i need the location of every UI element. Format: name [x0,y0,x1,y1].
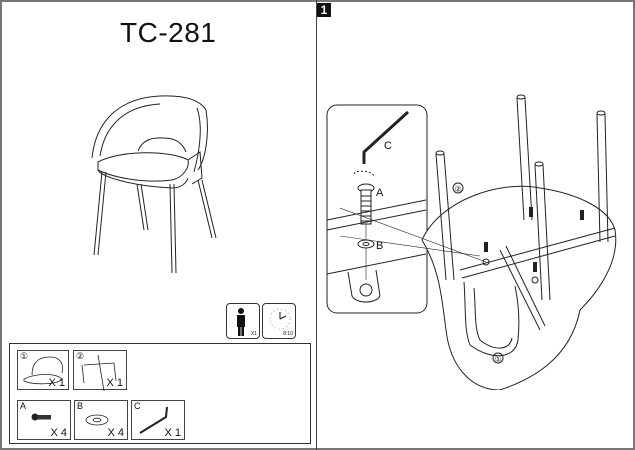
bolt-icon [31,413,51,421]
svg-text:②: ② [455,185,462,194]
assembly-time: 8:10 [262,303,296,339]
persons-required: X1 [226,303,260,339]
parts-list: ① X 1 ② X 1 A X 4 B X 4 C X 1 [9,343,311,444]
step-number: 1 [317,3,331,17]
person-icon [237,308,245,336]
panel-divider [316,0,317,450]
product-model-title: TC-281 [120,17,217,48]
clock-icon [269,308,291,330]
svg-text:A: A [376,187,384,199]
seat-back-icon [23,356,63,385]
part-allen-key: C X 1 [131,400,185,440]
part-washer: B X 4 [74,400,128,440]
part-frame: ② X 1 [73,350,127,391]
frame-callout [452,182,464,194]
svg-text:①: ① [495,355,502,364]
washer-icon [85,414,109,426]
time-label: 8:10 [283,331,293,337]
svg-text:B: B [376,240,383,252]
persons-qty: X1 [250,331,257,337]
chair-overview-illustration [91,95,217,274]
allen-key-icon [139,406,168,434]
assembly-illustration: ② ① [340,94,617,390]
detail-callout: C A B [326,104,428,314]
part-seat: ① X 1 [17,350,69,390]
leg-frame-icon [81,354,117,391]
svg-text:C: C [384,140,392,152]
part-bolt: A X 4 [17,400,71,440]
allen-key-detail-icon [362,110,410,164]
assembly-info: X1 8:10 [226,303,296,339]
seat-callout [492,352,504,364]
